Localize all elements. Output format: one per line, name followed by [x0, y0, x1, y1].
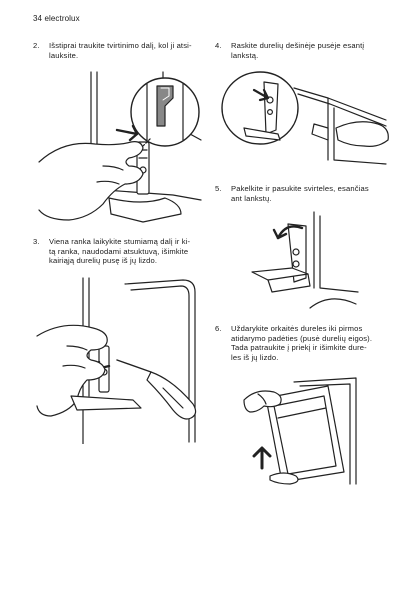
step-number: 6. [215, 324, 222, 333]
step-number: 3. [33, 237, 40, 246]
step-number: 2. [33, 41, 40, 50]
page-header: 34 electrolux [33, 14, 80, 23]
step-text: Uždarykite orkaitės dureles iki pirmos a… [231, 324, 373, 362]
step-text: Iš­stip­rai trau­kite tvir­tinimo dalį, … [49, 41, 192, 60]
step-text: Raskite durelių dešinėje pusėje esantį l… [231, 41, 365, 60]
illustration-hinge-pull [33, 70, 203, 228]
step-text: Viena ranka laikykite stumiamą dalį ir k… [49, 237, 191, 266]
illustration-right-hinge [218, 68, 390, 172]
step-number: 4. [215, 41, 222, 50]
illustration-screwdriver [33, 276, 203, 444]
page-number: 34 [33, 14, 43, 23]
brand-name: electrolux [44, 14, 80, 23]
step-number: 5. [215, 184, 222, 193]
step-text: Pakelkite ir pasukite svirteles, esančia… [231, 184, 369, 203]
illustration-lever-rotate [248, 208, 360, 312]
illustration-door-remove [240, 372, 360, 486]
